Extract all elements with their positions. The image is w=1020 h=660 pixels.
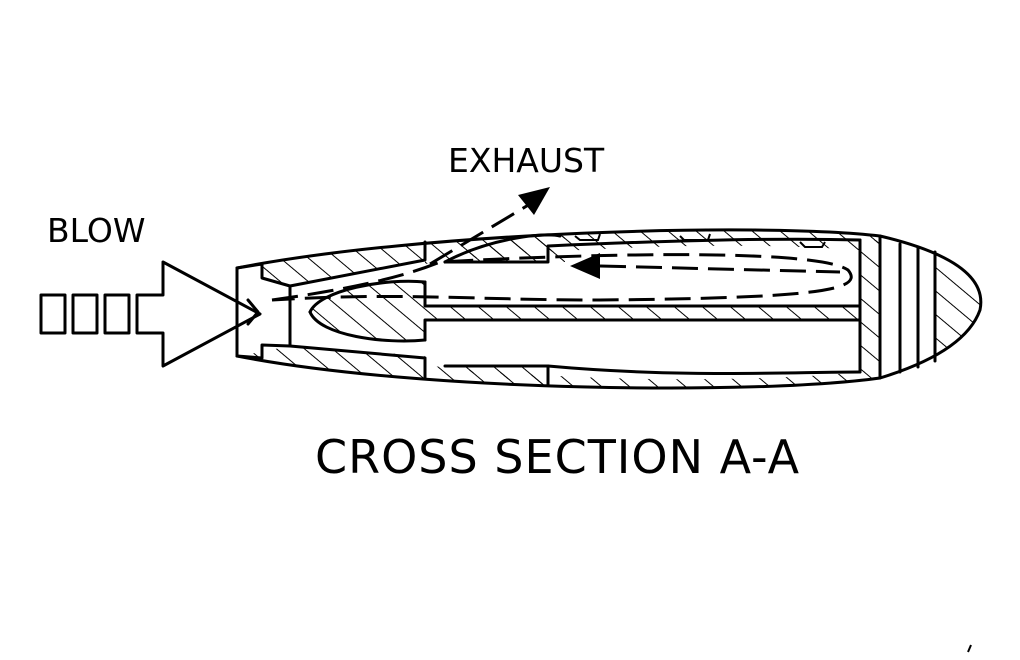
exhaust-arrow (429, 187, 550, 266)
hatched-walls (250, 229, 981, 389)
caption-label: CROSS SECTION A-A (315, 430, 800, 484)
corner-mark (967, 644, 972, 653)
flow-loop-dashed (271, 253, 853, 302)
inner-structure (288, 233, 937, 387)
exhaust-label: EXHAUST (448, 141, 605, 180)
body-outline (235, 228, 983, 390)
inner-flow-arrow (570, 253, 841, 279)
blow-arrow (39, 260, 262, 368)
blow-label: BLOW (47, 211, 145, 250)
